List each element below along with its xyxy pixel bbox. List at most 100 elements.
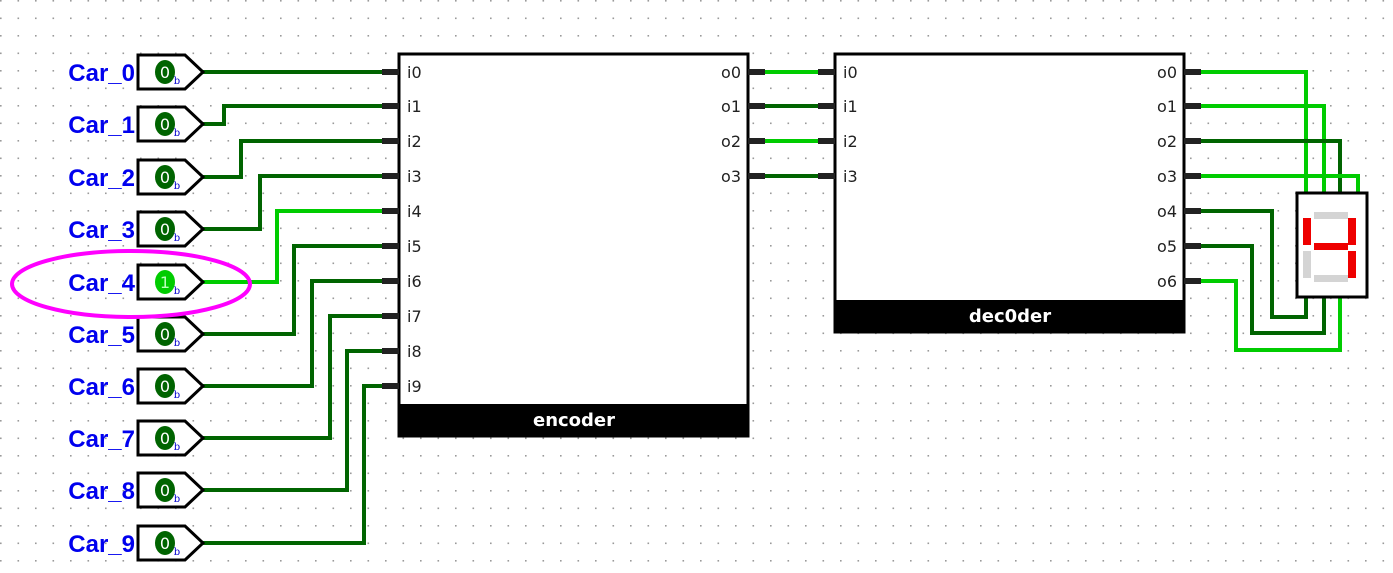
- input-pin-base: b: [174, 547, 180, 558]
- input-pin-value: 0: [160, 534, 170, 553]
- decoder-out-label-3: o3: [1157, 167, 1177, 186]
- input-pin-led: [155, 426, 175, 450]
- encoder-in-stub: [382, 173, 399, 179]
- encoder-in-label-2: i2: [407, 132, 422, 151]
- encoder-in-label-6: i6: [407, 272, 422, 291]
- input-pin-value: 0: [160, 63, 170, 82]
- input-label-0: Car_0: [68, 60, 135, 87]
- decoder-out-label-4: o4: [1157, 202, 1177, 221]
- decoder-out-label-2: o2: [1157, 132, 1177, 151]
- wire-dec-seg-5: [1201, 244, 1326, 335]
- decoder-out-label-1: o1: [1157, 97, 1177, 116]
- decoder-in-stub: [818, 103, 835, 109]
- decoder-out-stub: [1184, 69, 1201, 75]
- input-pin-led: [155, 165, 175, 189]
- input-pin-led: [155, 322, 175, 346]
- input-pin-base: b: [174, 128, 180, 139]
- decoder-out-stub: [1184, 278, 1201, 284]
- encoder-body[interactable]: [397, 52, 750, 438]
- encoder-in-stub: [382, 138, 399, 144]
- decoder-in-label-3: i3: [843, 167, 858, 186]
- segment-b: [1348, 218, 1356, 245]
- decoder-in-stub: [818, 173, 835, 179]
- wire-car-1: [203, 104, 392, 126]
- highlight-ellipse: [10, 249, 252, 319]
- input-pin-led: [155, 112, 175, 136]
- input-label-4: Car_4: [68, 270, 135, 297]
- encoder-in-stub: [382, 313, 399, 319]
- input-label-9: Car_9: [68, 531, 135, 558]
- segment-f: [1303, 218, 1311, 245]
- input-pin-led: [155, 478, 175, 502]
- input-pin-base: b: [174, 338, 180, 349]
- seven-segment-display[interactable]: [1295, 191, 1369, 299]
- encoder-out-label-0: o0: [721, 63, 741, 82]
- wire-dec-seg-1: [1201, 104, 1326, 193]
- encoder-in-label-8: i8: [407, 342, 422, 361]
- input-pin-value: 0: [160, 115, 170, 134]
- input-pin-value: 0: [160, 325, 170, 344]
- encoder-out-label-3: o3: [721, 167, 741, 186]
- encoder-out-label-1: o1: [721, 97, 741, 116]
- decoder-body[interactable]: [833, 52, 1186, 334]
- input-pin-value: 0: [160, 377, 170, 396]
- input-pin-base: b: [174, 233, 180, 244]
- decoder-out-stub: [1184, 103, 1201, 109]
- seven-segment-segments: [1303, 212, 1356, 282]
- input-pin-base: b: [174, 390, 180, 401]
- input-pin-led: [155, 270, 175, 294]
- wire-car-8: [203, 349, 392, 492]
- encoder-in-stub: [382, 208, 399, 214]
- decoder-out-stub: [1184, 208, 1201, 214]
- encoder-out-label-2: o2: [721, 132, 741, 151]
- encoder-out-stub: [748, 173, 765, 179]
- decoder-out-label-5: o5: [1157, 237, 1177, 256]
- wire-car-9: [203, 384, 392, 545]
- input-pin-value: 0: [160, 481, 170, 500]
- input-pin-led: [155, 374, 175, 398]
- wire-car-6: [203, 279, 392, 388]
- wire-dec-seg-3: [1201, 174, 1360, 193]
- decoder-title-bar: [835, 300, 1184, 332]
- wire-car-5: [203, 244, 392, 336]
- input-label-5: Car_5: [68, 322, 135, 349]
- encoder-in-stub: [382, 69, 399, 75]
- encoder-in-stub: [382, 243, 399, 249]
- input-pin-led: [155, 531, 175, 555]
- encoder-in-stub: [382, 103, 399, 109]
- encoder-out-stub: [748, 69, 765, 75]
- encoder-in-label-4: i4: [407, 202, 422, 221]
- segment-c: [1348, 251, 1356, 278]
- decoder-out-stub: [1184, 173, 1201, 179]
- encoder-in-label-7: i7: [407, 307, 422, 326]
- wire-dec-seg-6: [1201, 279, 1342, 352]
- decoder-in-label-0: i0: [843, 63, 858, 82]
- decoder-in-label-2: i2: [843, 132, 858, 151]
- input-label-6: Car_6: [68, 374, 135, 401]
- input-pin-value: 0: [160, 220, 170, 239]
- encoder-out-stub: [748, 103, 765, 109]
- encoder-in-label-3: i3: [407, 167, 422, 186]
- encoder-in-label-9: i9: [407, 377, 422, 396]
- decoder-out-label-6: o6: [1157, 272, 1177, 291]
- decoder-out-stub: [1184, 243, 1201, 249]
- encoder-title: encoder: [533, 410, 615, 431]
- encoder-in-stub: [382, 278, 399, 284]
- wire-dec-seg-0: [1201, 70, 1308, 193]
- input-pin-base: b: [174, 442, 180, 453]
- decoder-in-label-1: i1: [843, 97, 858, 116]
